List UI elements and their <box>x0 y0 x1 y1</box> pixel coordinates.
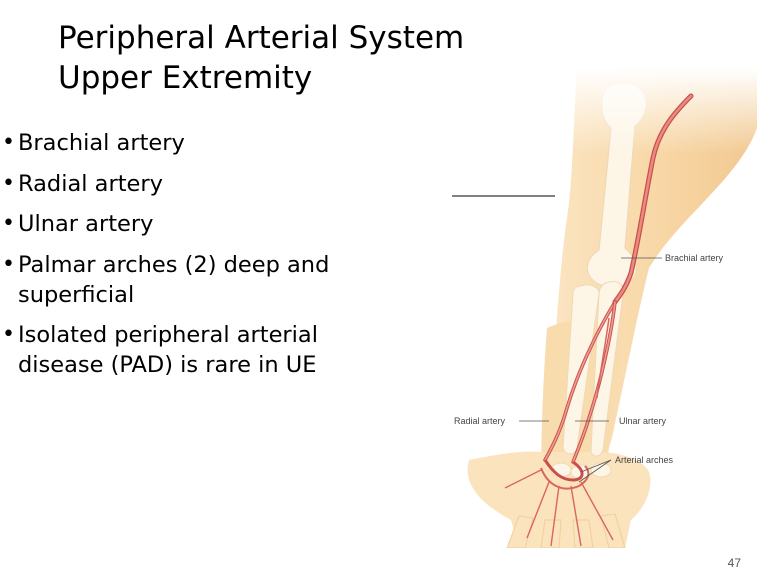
slide-title-line-1: Peripheral Arterial System <box>58 20 465 56</box>
bullet-item-palmar-arches: Palmar arches (2) deep and superficial <box>0 250 360 310</box>
label-radial-artery: Radial artery <box>454 416 506 426</box>
arches-leader-line <box>580 459 612 473</box>
arm-arteries-illustration: Brachial artery Radial artery Ulnar arte… <box>449 68 757 548</box>
label-arterial-arches: Arterial arches <box>615 455 674 465</box>
label-brachial-artery: Brachial artery <box>665 253 724 263</box>
bullet-item-radial: Radial artery <box>0 169 360 199</box>
slide-title: Peripheral Arterial System Upper Extremi… <box>58 18 464 98</box>
arches-leader-line-2 <box>578 459 612 483</box>
page-number: 47 <box>727 556 741 570</box>
interosseous-artery <box>596 317 610 399</box>
label-ulnar-artery: Ulnar artery <box>619 416 667 426</box>
bullet-item-ulnar: Ulnar artery <box>0 209 360 239</box>
bullet-item-pad: Isolated peripheral arterial disease (PA… <box>0 320 360 380</box>
slide-title-line-2: Upper Extremity <box>58 60 313 96</box>
bullet-list: Brachial artery Radial artery Ulnar arte… <box>0 128 360 391</box>
palmar-arch-superficial <box>540 465 590 490</box>
bullet-item-brachial: Brachial artery <box>0 128 360 158</box>
palmar-arch <box>543 459 584 482</box>
digital-arteries <box>504 469 614 547</box>
